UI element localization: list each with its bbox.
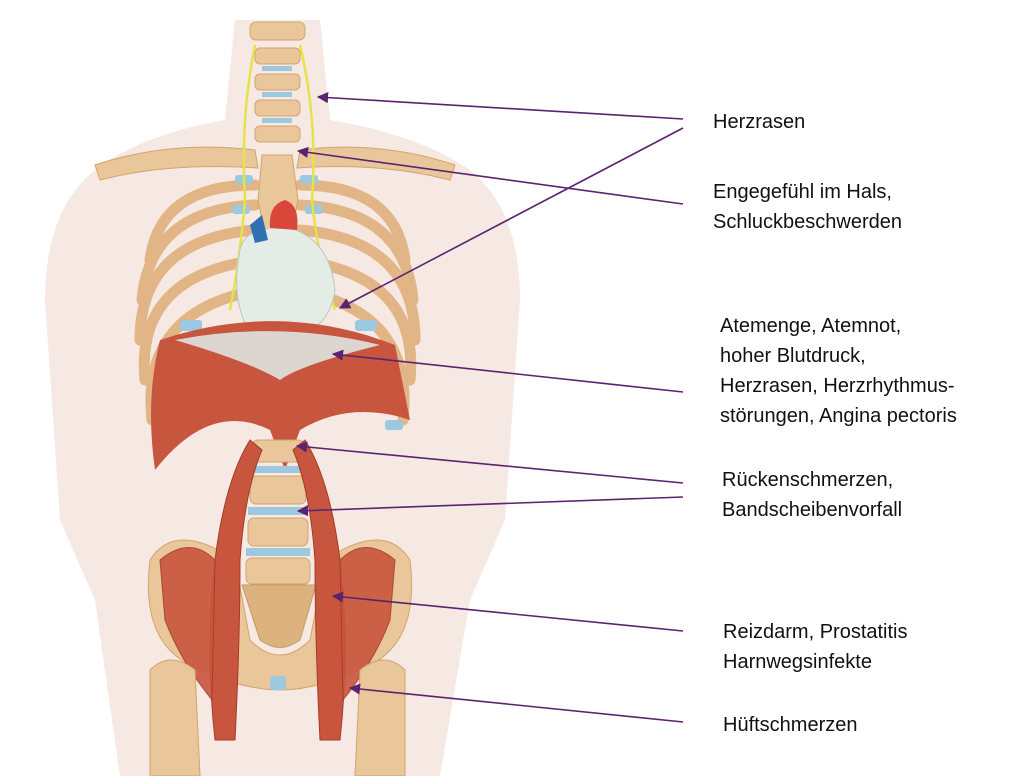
label-line: Herzrasen [713, 111, 806, 133]
label-line: Schluckbeschwerden [713, 211, 902, 233]
label-engegefuehl-hals: Engegefühl im Hals, Schluckbeschwerden [713, 177, 902, 237]
pointer-zwerchfell [331, 349, 684, 393]
label-line: Harnwegsinfekte [723, 651, 872, 673]
label-line: Bandscheibenvorfall [722, 499, 903, 521]
left-iliacus-muscle [159, 547, 216, 702]
label-atemenge: Atemenge, Atemnot, hoher Blutdruck, Herz… [720, 311, 957, 431]
right-psoas-muscle [292, 439, 346, 741]
label-line: hoher Blutdruck, [720, 345, 866, 367]
label-reizdarm: Reizdarm, Prostatitis Harnwegsinfekte [723, 617, 908, 677]
label-hueftschmerzen: Hüftschmerzen [723, 710, 858, 740]
left-clavicle [94, 146, 259, 181]
lumbar-spine [245, 439, 311, 585]
right-iliacus-muscle [339, 547, 396, 702]
pointer-reizdarm [331, 591, 684, 632]
label-herzrasen: Herzrasen [713, 107, 805, 137]
label-line: Reizdarm, Prostatitis [723, 621, 908, 643]
sacrum [241, 584, 317, 648]
pointer-hals [296, 146, 684, 205]
diaphragm [151, 321, 410, 470]
right-femur [354, 659, 406, 776]
vena-cava [250, 215, 268, 243]
pointer-ruecken-1 [295, 441, 684, 484]
aorta [269, 200, 298, 230]
pointer-lines [295, 92, 684, 723]
left-femur [149, 659, 201, 776]
label-line: Engegefühl im Hals, [713, 181, 892, 203]
pointer-huefte [348, 683, 684, 723]
label-rueckenschmerzen: Rückenschmerzen, Bandscheibenvorfall [722, 465, 902, 525]
pointer-herz [339, 127, 684, 309]
pubic-cartilage [270, 676, 286, 690]
heart [236, 227, 336, 336]
label-line: störungen, Angina pectoris [720, 405, 957, 427]
left-psoas-muscle [209, 439, 263, 741]
label-line: Hüftschmerzen [723, 714, 858, 736]
pointer-ruecken-2 [296, 496, 684, 517]
label-line: Herzrasen, Herzrhythmus- [720, 375, 955, 397]
rib-cage [134, 179, 421, 426]
label-line: Rückenschmerzen, [722, 469, 894, 491]
diaphragm-tendon [175, 331, 380, 380]
cervical-spine [249, 21, 306, 143]
label-line: Atemenge, Atemnot, [720, 315, 902, 337]
right-clavicle [296, 146, 456, 181]
pointer-herzrasen [316, 92, 684, 120]
